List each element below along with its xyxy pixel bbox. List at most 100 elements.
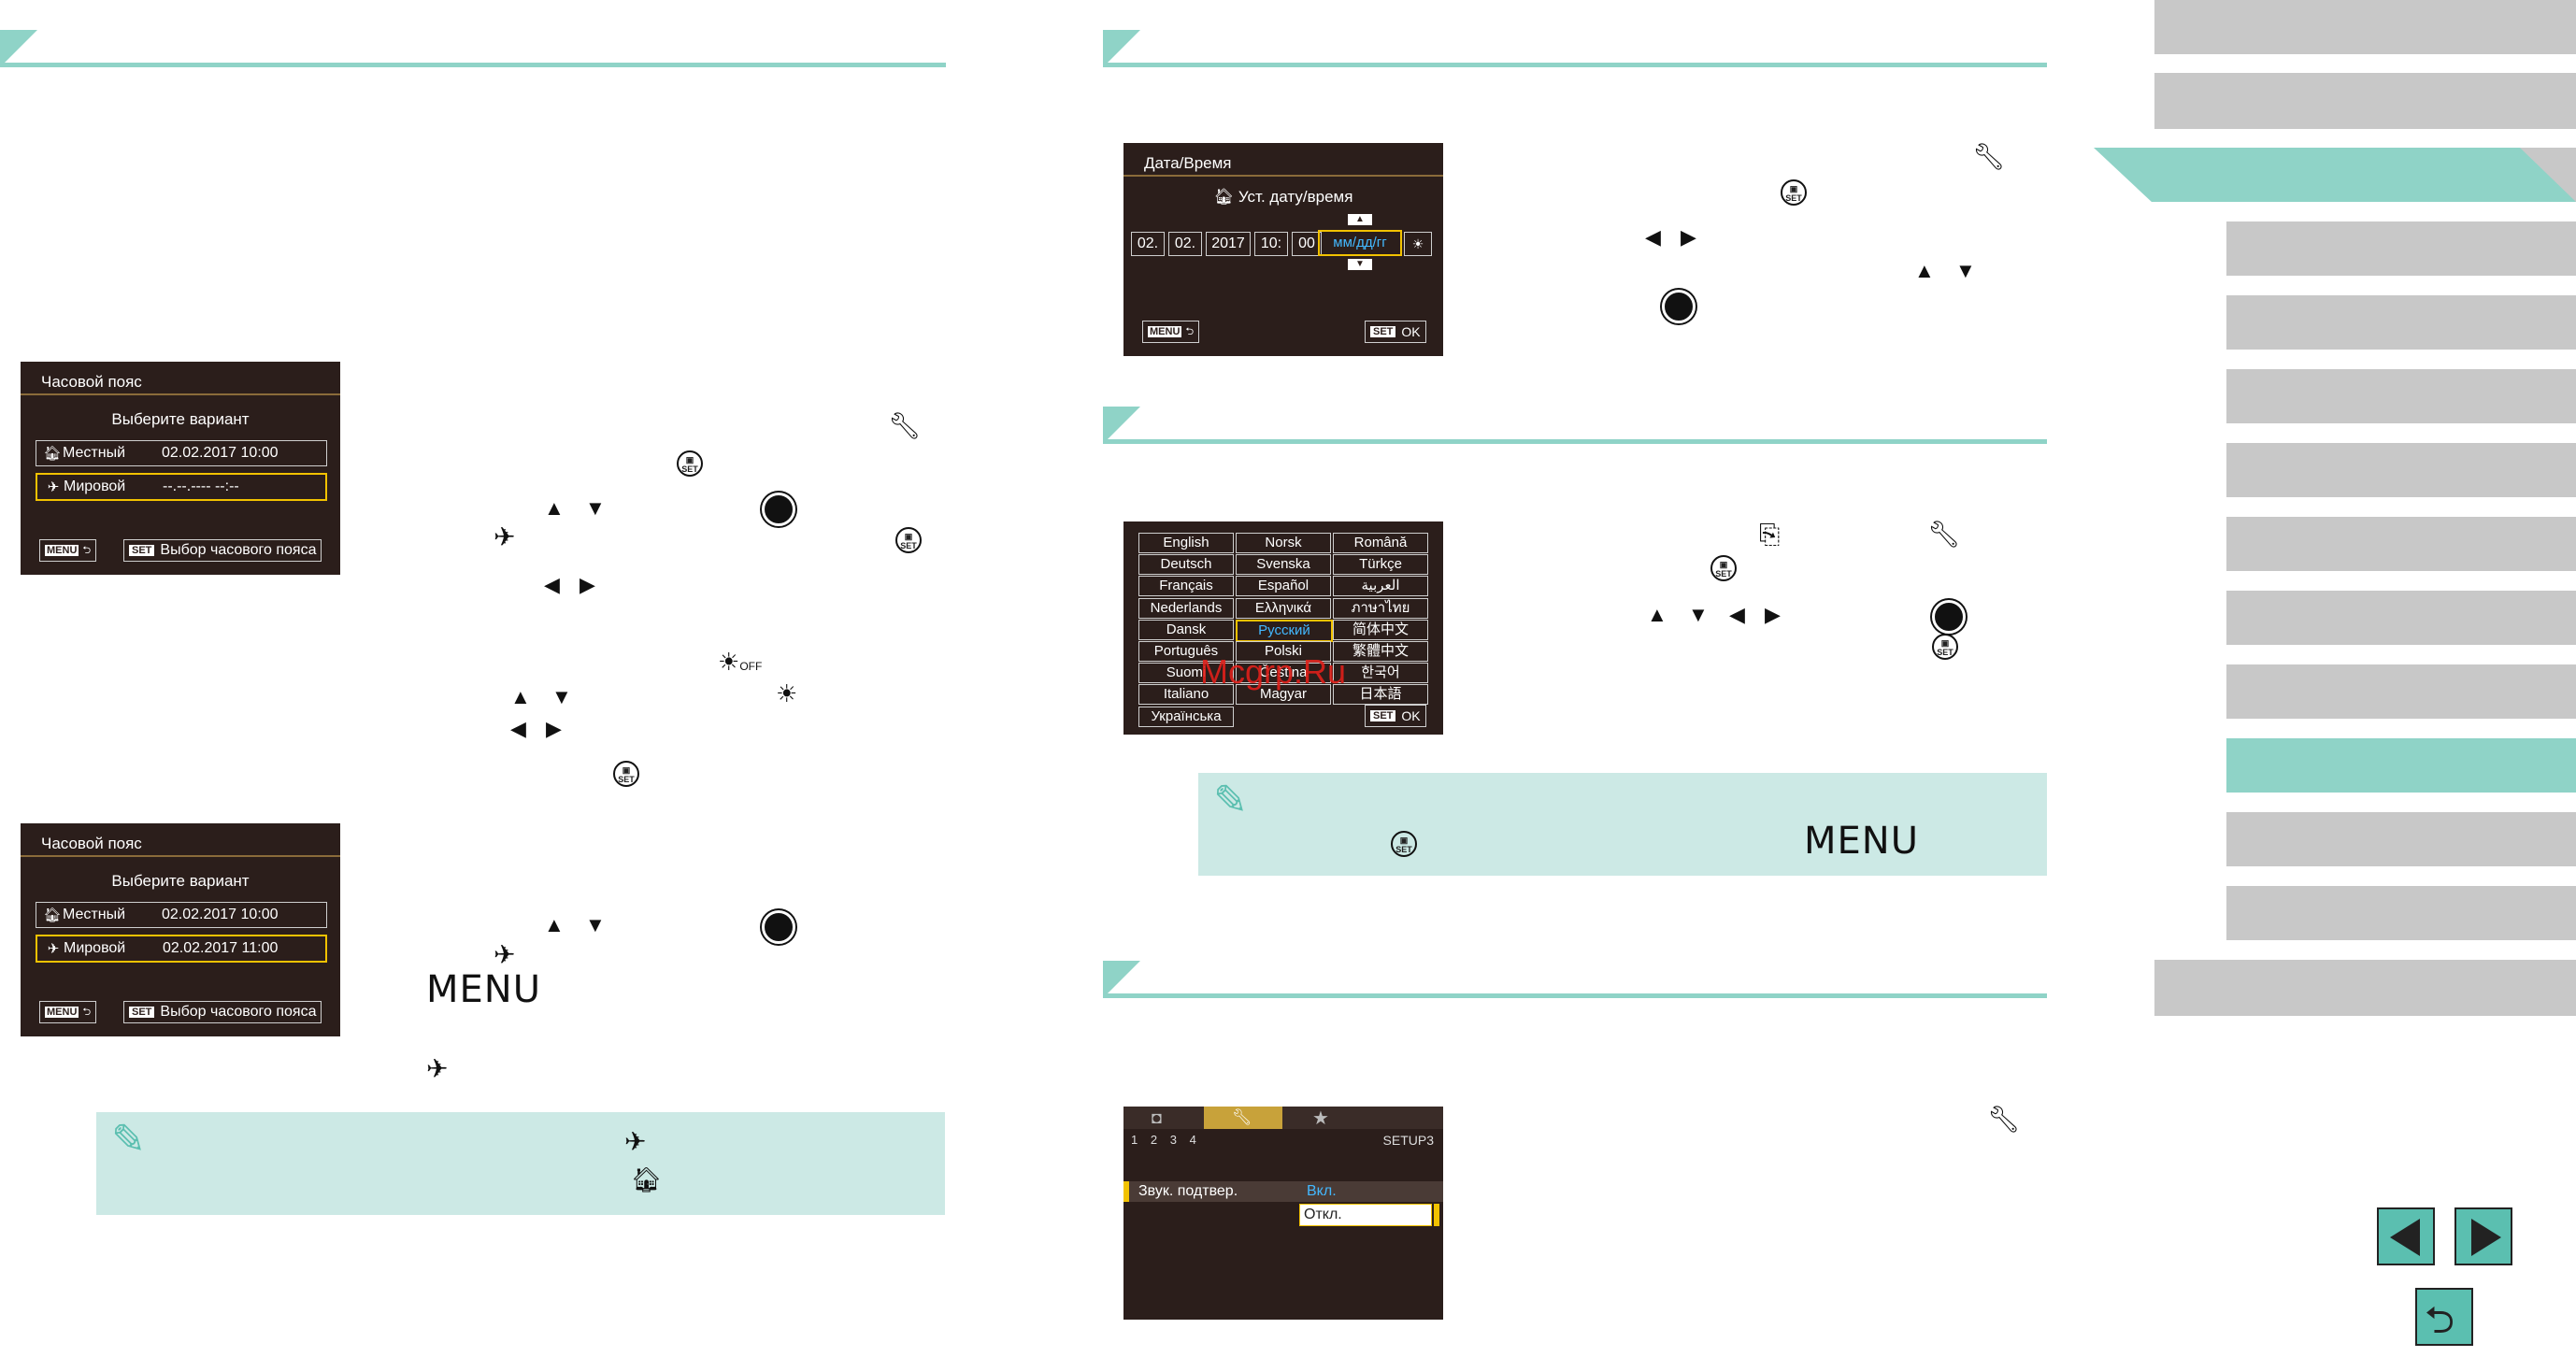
- sidebar-item-4[interactable]: [2226, 443, 2576, 497]
- daylight-icon: ☀: [776, 679, 798, 707]
- sidebar-item-1[interactable]: [2226, 221, 2576, 276]
- language-option[interactable]: العربية: [1333, 576, 1428, 597]
- date-field-month[interactable]: 02.: [1131, 232, 1165, 256]
- timezone-screen-2: Часовой пояс Выберите вариант 🏠︎ Местный…: [21, 823, 340, 1036]
- highlight-row: [1123, 1181, 1443, 1202]
- language-option[interactable]: Português: [1138, 641, 1234, 662]
- up-arrow-icon: ▲: [1647, 603, 1667, 626]
- sidebar-item-5[interactable]: [2226, 517, 2576, 571]
- right-arrow-icon: ▶: [1765, 603, 1781, 626]
- camera-tab-icon[interactable]: ◘: [1152, 1108, 1162, 1127]
- screen-title: Часовой пояс: [41, 373, 142, 391]
- tab-bar: [1123, 1107, 1443, 1129]
- menu-button-label: MENU: [1804, 820, 1919, 863]
- left-arrow-icon: ◀: [1645, 225, 1661, 249]
- language-option[interactable]: Türkçe: [1333, 554, 1428, 576]
- tz-row-world[interactable]: ✈ Мировой 02.02.2017 11:00: [36, 935, 327, 963]
- wrench-icon: 🔧︎: [888, 411, 922, 440]
- language-option[interactable]: Ελληνικά: [1236, 597, 1331, 619]
- airplane-icon: ✈: [624, 1127, 647, 1156]
- wrench-icon: 🔧︎: [1987, 1105, 2021, 1134]
- right-arrow-icon: [2471, 1219, 2501, 1256]
- func-set-icon: ▣SET: [1781, 179, 1807, 206]
- language-option[interactable]: ภาษาไทย: [1333, 597, 1428, 619]
- tz-row-world[interactable]: ✈ Мировой --.--.---- --:--: [36, 473, 327, 501]
- language-option[interactable]: Suomi: [1138, 663, 1234, 684]
- language-option[interactable]: Norsk: [1236, 533, 1331, 553]
- sidebar-tab-2[interactable]: [2154, 73, 2576, 129]
- sidebar-item-3[interactable]: [2226, 369, 2576, 423]
- control-dial-icon: [762, 910, 795, 944]
- date-format-field[interactable]: мм/дд/гг: [1318, 230, 1402, 256]
- language-option[interactable]: Dansk: [1138, 619, 1234, 640]
- language-option[interactable]: 日本語: [1333, 684, 1428, 706]
- language-option[interactable]: Polski: [1236, 641, 1331, 662]
- tz-row-local[interactable]: 🏠︎ Местный 02.02.2017 10:00: [36, 440, 327, 466]
- language-option[interactable]: 繁體中文: [1333, 641, 1428, 662]
- sidebar-item-6[interactable]: [2226, 591, 2576, 645]
- language-option[interactable]: Română: [1333, 533, 1428, 553]
- language-option[interactable]: 한국어: [1333, 663, 1428, 684]
- language-option[interactable]: English: [1138, 533, 1234, 553]
- func-set-icon: ▣SET: [613, 761, 639, 787]
- menu-back-button[interactable]: MENU⮌: [39, 539, 97, 562]
- screen-title: Дата/Время: [1144, 154, 1232, 172]
- language-option[interactable]: Magyar: [1236, 684, 1331, 706]
- language-option[interactable]: Deutsch: [1138, 554, 1234, 576]
- language-option[interactable]: Nederlands: [1138, 597, 1234, 619]
- pencil-icon: ✎: [1213, 778, 1248, 823]
- home-icon: 🏠︎: [43, 446, 62, 462]
- date-field-year[interactable]: 2017: [1206, 232, 1251, 256]
- sidebar-tab-1[interactable]: [2154, 0, 2576, 54]
- sidebar-active-header[interactable]: [2094, 148, 2576, 202]
- tz-row-local[interactable]: 🏠︎ Местный 02.02.2017 10:00: [36, 902, 327, 928]
- down-arrow-icon: ▼: [1688, 603, 1709, 626]
- return-button[interactable]: ⮌: [2415, 1288, 2473, 1346]
- prev-page-button[interactable]: [2377, 1207, 2435, 1265]
- language-option[interactable]: 简体中文: [1333, 619, 1428, 640]
- option-off[interactable]: Откл.: [1299, 1204, 1432, 1226]
- next-page-button[interactable]: [2454, 1207, 2512, 1265]
- language-option[interactable]: Svenska: [1236, 554, 1331, 576]
- section-header-sound: [1103, 961, 2047, 998]
- tab-numbers: 1 2 3 4: [1131, 1133, 1196, 1147]
- sidebar-item-2[interactable]: [2226, 295, 2576, 350]
- time-field-minute[interactable]: 00: [1292, 232, 1322, 256]
- language-option[interactable]: Italiano: [1138, 684, 1234, 706]
- sidebar-item-10[interactable]: [2226, 886, 2576, 940]
- option-on[interactable]: Вкл.: [1307, 1183, 1337, 1199]
- sidebar-item-8-active[interactable]: [2226, 738, 2576, 793]
- language-option[interactable]: Français: [1138, 576, 1234, 597]
- daylight-toggle[interactable]: ☀: [1404, 232, 1432, 256]
- sidebar-tab-bottom[interactable]: [2154, 960, 2576, 1016]
- setup-tab[interactable]: [1204, 1107, 1282, 1129]
- menu-back-button[interactable]: MENU⮌: [1142, 321, 1200, 343]
- airplane-icon: ✈: [47, 479, 60, 495]
- func-set-icon: ▣SET: [1932, 634, 1958, 660]
- language-option[interactable]: Русский: [1236, 619, 1333, 642]
- menu-back-button[interactable]: MENU⮌: [39, 1001, 97, 1023]
- back-arrow-icon: ⮌: [82, 1006, 92, 1018]
- tz-name: Мировой: [64, 940, 126, 956]
- sidebar-item-7[interactable]: [2226, 664, 2576, 719]
- sidebar-item-9[interactable]: [2226, 812, 2576, 866]
- func-set-icon: ▣SET: [895, 527, 922, 553]
- language-option[interactable]: Español: [1236, 576, 1331, 597]
- section-header-datetime: [1103, 30, 2047, 67]
- date-field-day[interactable]: 02.: [1168, 232, 1202, 256]
- tz-name: Мировой: [64, 479, 126, 494]
- star-tab-icon[interactable]: ★: [1312, 1108, 1329, 1129]
- language-option[interactable]: Українська: [1138, 706, 1234, 727]
- down-arrow-icon: ▼: [1348, 259, 1372, 270]
- tz-value: 02.02.2017 10:00: [162, 907, 279, 922]
- language-option[interactable]: Čeština: [1236, 663, 1331, 684]
- time-field-hour[interactable]: 10:: [1254, 232, 1288, 256]
- tz-name: Местный: [63, 445, 126, 461]
- down-arrow-icon: ▼: [585, 913, 606, 936]
- menu-item-label[interactable]: Звук. подтвер.: [1138, 1183, 1238, 1199]
